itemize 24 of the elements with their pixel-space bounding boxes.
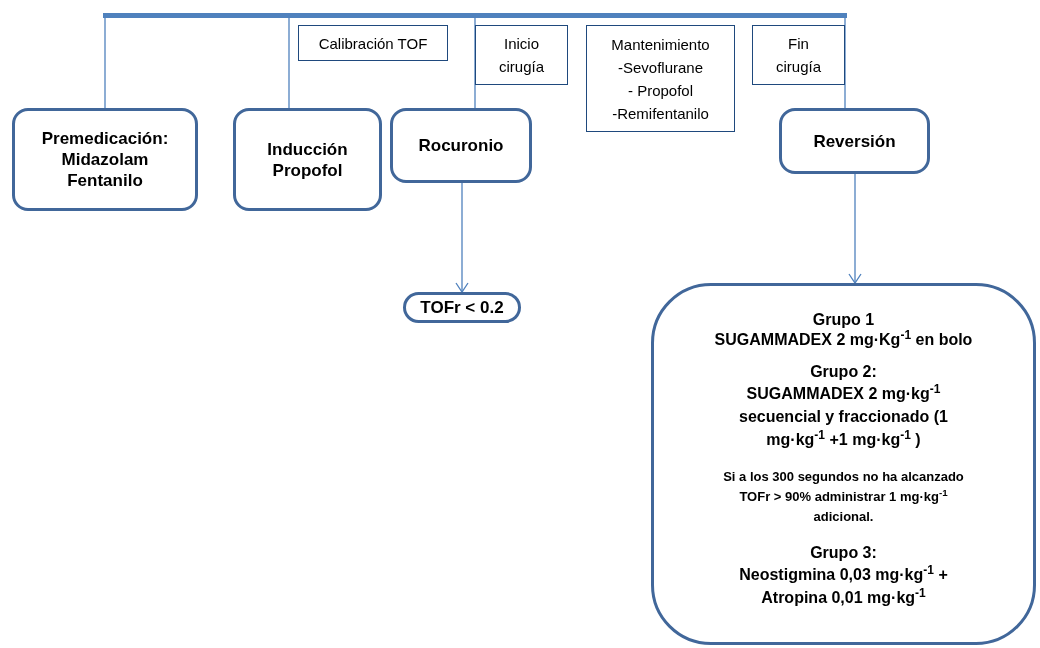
process-box: TOFr < 0.2	[403, 292, 521, 323]
rounded-box	[651, 283, 1036, 645]
box-text: SUGAMMADEX 2 mg·kg$^{-1}$ secuencial y fraccionado (1 mg·kg$^{-1}$ +1 mg·kg$^{-1}$ )	[738, 382, 949, 450]
label-box: Fin cirugía	[752, 25, 845, 85]
box-text: Grupo 1	[812, 310, 875, 330]
box-text: Neostigmina 0,03 mg·kg$^{-1}$ + Atropina 0,01 mg·kg$^{-1}$	[738, 563, 949, 608]
process-box: Reversión	[779, 108, 930, 174]
process-box: Inducción Propofol	[233, 108, 382, 211]
connector-line	[104, 17, 106, 109]
arrow	[848, 173, 862, 284]
box-text: Grupo 2:	[810, 362, 877, 382]
box-text: SUGAMMADEX 2 mg·Kg$^{-1}$ en bolo	[714, 330, 973, 350]
timeline-bar	[103, 13, 847, 18]
process-box: Rocuronio	[390, 108, 532, 183]
label-box: Inicio cirugía	[475, 25, 568, 85]
connector-line	[474, 17, 476, 109]
label-box: Mantenimiento -Sevoflurane - Propofol -Remifentanilo	[586, 25, 735, 132]
connector-line	[844, 17, 846, 109]
box-text: Si a los 300 segundos no ha alcanzado TOFr > 90% administrar 1 mg·kg$^{-1}$ adicional.	[722, 468, 965, 526]
box-text: Grupo 3:	[810, 543, 877, 563]
process-box: Premedicación: Midazolam Fentanilo	[12, 108, 198, 211]
arrow	[455, 182, 469, 293]
label-box: Calibración TOF	[298, 25, 448, 61]
connector-line	[288, 17, 290, 109]
